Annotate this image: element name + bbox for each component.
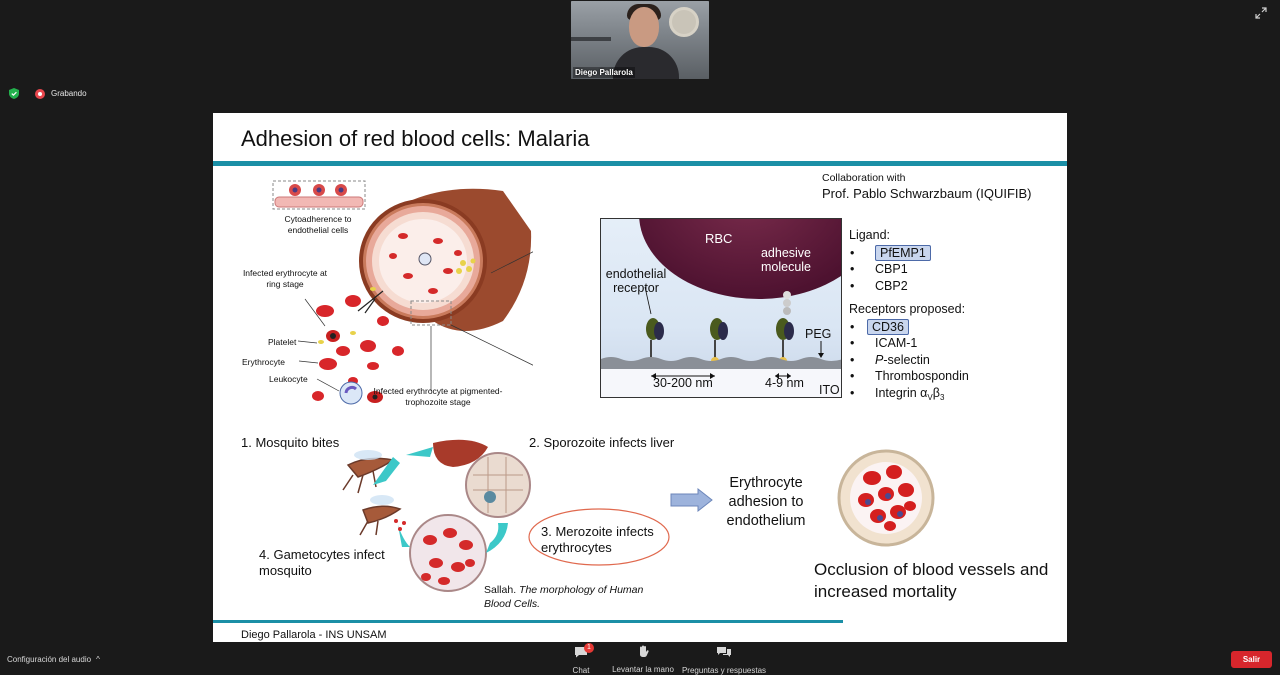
raise-hand-icon — [640, 645, 649, 657]
outcome-occlusion: Occlusion of blood vessels and increased… — [814, 560, 1049, 601]
receptor-item: Thrombospondin — [849, 368, 969, 385]
label-cytoadherence: Cytoadherence to endothelial cells — [284, 214, 352, 235]
slide-footer: Diego Pallarola - INS UNSAM — [241, 629, 387, 641]
audio-settings-button[interactable]: Configuración del audio ^ — [7, 655, 100, 664]
footer-rule — [213, 620, 843, 623]
chat-label: Chat — [572, 666, 590, 675]
collaboration-line1: Collaboration with — [822, 172, 906, 184]
label-endothelial-receptor: endothelial receptor — [605, 267, 667, 295]
receptor-item: ICAM-1 — [849, 335, 969, 352]
citation: Sallah. The morphology of Human Blood Ce… — [484, 584, 644, 610]
ligand-item: CBP1 — [849, 261, 969, 278]
label-spacing-1: 30-200 nm — [653, 376, 713, 390]
receptor-item: Integrin αVβ3 — [849, 385, 969, 407]
record-icon — [35, 88, 45, 99]
label-infected-trophozoite: Infected erythrocyte at pigmented-tropho… — [373, 386, 503, 407]
right-arrow-shape — [670, 488, 713, 512]
participant-face — [629, 7, 659, 47]
recording-label: Grabando — [51, 89, 87, 98]
collaboration-note: Collaboration with Prof. Pablo Schwarzba… — [822, 171, 1032, 201]
qa-label: Preguntas y respuestas — [681, 666, 767, 675]
outcome-adhesion: Erythrocyte adhesion to endothelium — [726, 475, 806, 529]
title-rule — [213, 161, 1067, 166]
merozoite-ellipse — [528, 508, 670, 566]
recording-indicator: Grabando — [9, 88, 87, 99]
collaboration-line2: Prof. Pablo Schwarzbaum (IQUIFIB) — [822, 186, 1032, 201]
participant-name: Diego Pallarola — [573, 67, 635, 78]
receptor-item: CD36 — [849, 318, 969, 336]
qa-button[interactable]: Preguntas y respuestas — [681, 645, 767, 675]
raise-hand-label: Levantar la mano — [612, 665, 674, 674]
label-rbc: RBC — [705, 231, 733, 246]
p-selectin-rest: -selectin — [883, 352, 930, 367]
chevron-up-icon: ^ — [96, 655, 100, 664]
chat-button[interactable]: 1 Chat — [566, 643, 596, 675]
chat-badge: 1 — [584, 643, 594, 653]
qa-icon — [717, 647, 731, 657]
cycle-step-2: 2. Sporozoite infects liver — [529, 435, 675, 450]
label-erythrocyte: Erythrocyte — [242, 357, 285, 367]
leave-button[interactable]: Salir — [1231, 651, 1272, 668]
label-infected-ring: Infected erythrocyte at ring stage — [242, 268, 328, 289]
cycle-step-3: 3. Merozoite infects erythrocytes — [541, 524, 654, 555]
label-peg: PEG — [805, 327, 832, 341]
lamp-shape — [669, 7, 699, 37]
rbc-adhesion-zoom-panel: RBC adhesive molecule endothelial recept… — [600, 218, 842, 398]
receptor-item: P-selectin — [849, 352, 969, 369]
label-platelet: Platelet — [268, 337, 297, 347]
receptors-header: Receptors proposed: — [849, 302, 966, 316]
malaria-life-cycle-illustration — [342, 439, 531, 592]
label-spacing-2: 4-9 nm — [765, 376, 804, 390]
raise-hand-button[interactable]: Levantar la mano — [608, 645, 678, 674]
ligand-item: PfEMP1 — [849, 244, 969, 262]
shield-icon — [9, 88, 19, 99]
cycle-step-4: 4. Gametocytes infect mosquito — [259, 547, 385, 578]
ligand-header: Ligand: — [849, 228, 891, 242]
expand-icon[interactable] — [1254, 7, 1268, 21]
label-adhesive-molecule: adhesive molecule — [760, 246, 812, 274]
label-ito: ITO — [819, 383, 840, 397]
ligand-receptor-list: Ligand: PfEMP1 CBP1 CBP2 Receptors propo… — [849, 227, 969, 406]
shared-slide: Adhesion of red blood cells: Malaria — [213, 113, 1067, 642]
occluded-vessel-illustration — [837, 449, 935, 547]
participant-video-tile[interactable]: Diego Pallarola — [571, 1, 709, 79]
ligand-item: CBP2 — [849, 278, 969, 295]
blood-vessel-illustration — [272, 180, 533, 405]
cycle-step-1: 1. Mosquito bites — [241, 435, 340, 450]
label-leukocyte: Leukocyte — [269, 374, 308, 384]
slide-title: Adhesion of red blood cells: Malaria — [241, 126, 590, 151]
